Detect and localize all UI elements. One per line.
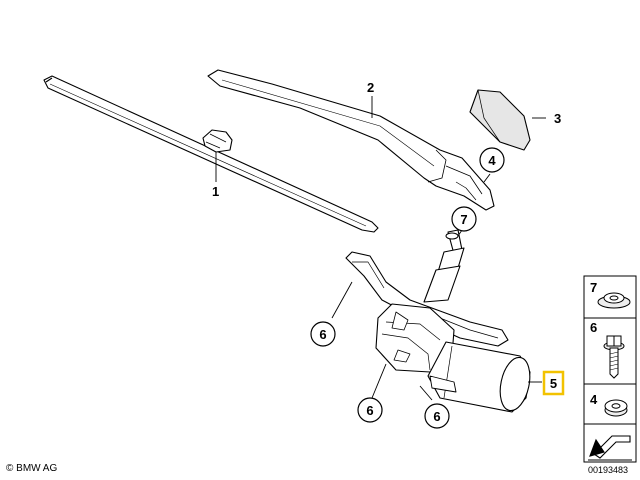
callout-7-circle: 7 [451, 206, 477, 232]
wiper-blade[interactable] [43, 75, 379, 233]
callout-6c-circle: 6 [424, 403, 450, 429]
copyright-text: © BMW AG [6, 463, 58, 474]
hex-bolt-icon [603, 335, 625, 379]
navigation-arrow-icon[interactable] [588, 435, 632, 461]
callout-5-highlight[interactable]: 5 [542, 370, 565, 396]
svg-text:7: 7 [460, 212, 467, 227]
leader-lines [215, 96, 546, 401]
hex-nut-icon [604, 399, 628, 417]
svg-text:4: 4 [488, 153, 496, 168]
callout-6b-circle: 6 [357, 397, 383, 423]
callout-6a-circle: 6 [310, 321, 336, 347]
callout-1: 1 [212, 184, 219, 199]
svg-text:6: 6 [319, 327, 326, 342]
callout-2: 2 [367, 80, 374, 95]
svg-text:5: 5 [550, 376, 557, 391]
legend-num-7: 7 [590, 280, 597, 295]
svg-text:6: 6 [366, 403, 373, 418]
nut-part-7[interactable] [445, 232, 459, 240]
parts-legend: 7 6 4 [583, 275, 637, 463]
callout-4-circle: 4 [479, 147, 505, 173]
wiper-motor[interactable] [345, 229, 534, 413]
svg-text:6: 6 [433, 409, 440, 424]
cover-cap[interactable] [469, 89, 531, 151]
legend-num-4: 4 [590, 392, 598, 407]
collar-nut-icon [597, 292, 631, 309]
legend-num-6: 6 [590, 320, 597, 335]
document-number: 00193483 [588, 465, 629, 475]
callout-3: 3 [554, 111, 561, 126]
wiper-arm[interactable] [207, 69, 495, 211]
